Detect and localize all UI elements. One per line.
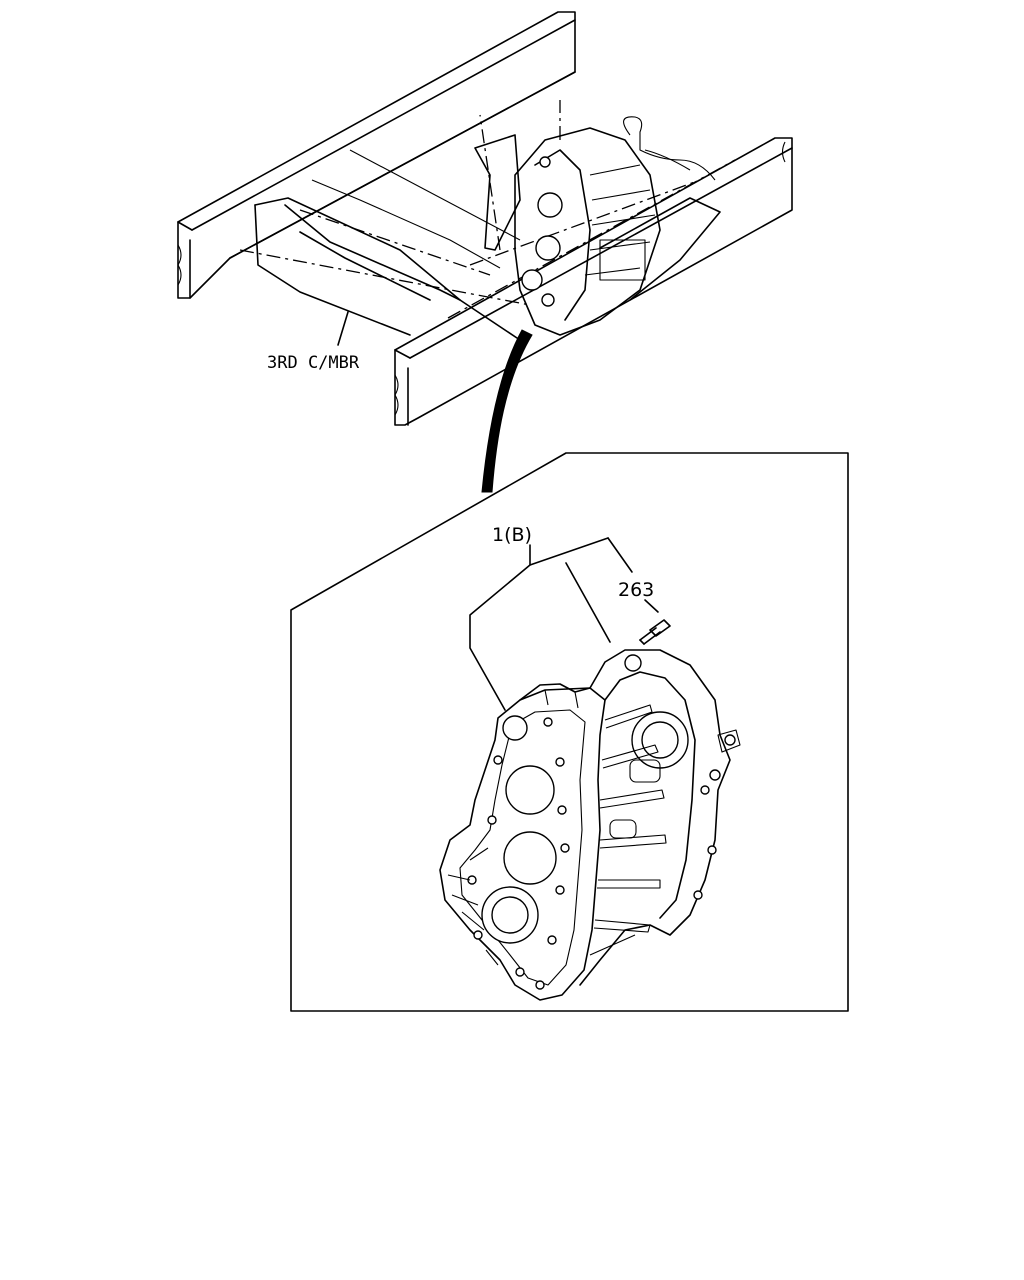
installed-transmission-case bbox=[474, 116, 721, 336]
assembly-leader-lines bbox=[469, 537, 633, 711]
detail-view-frame bbox=[290, 452, 849, 1012]
third-crossmember bbox=[254, 149, 521, 341]
crossmember-leader bbox=[337, 311, 349, 346]
right-frame-rail bbox=[394, 137, 793, 426]
assembly-label: 1(B) bbox=[492, 524, 532, 546]
left-frame-rail bbox=[177, 11, 576, 299]
crossmember-label: 3RD C/MBR bbox=[267, 353, 360, 373]
bolt-label: 263 bbox=[618, 579, 654, 601]
frame-centerlines bbox=[239, 100, 736, 319]
bolt-263 bbox=[639, 619, 671, 645]
chassis-frame-view: 3RD C/MBR bbox=[177, 11, 793, 493]
zoom-connector-arrow bbox=[481, 329, 533, 493]
bolt-leader-line bbox=[644, 599, 659, 613]
transmission-case-1b bbox=[439, 649, 741, 1001]
